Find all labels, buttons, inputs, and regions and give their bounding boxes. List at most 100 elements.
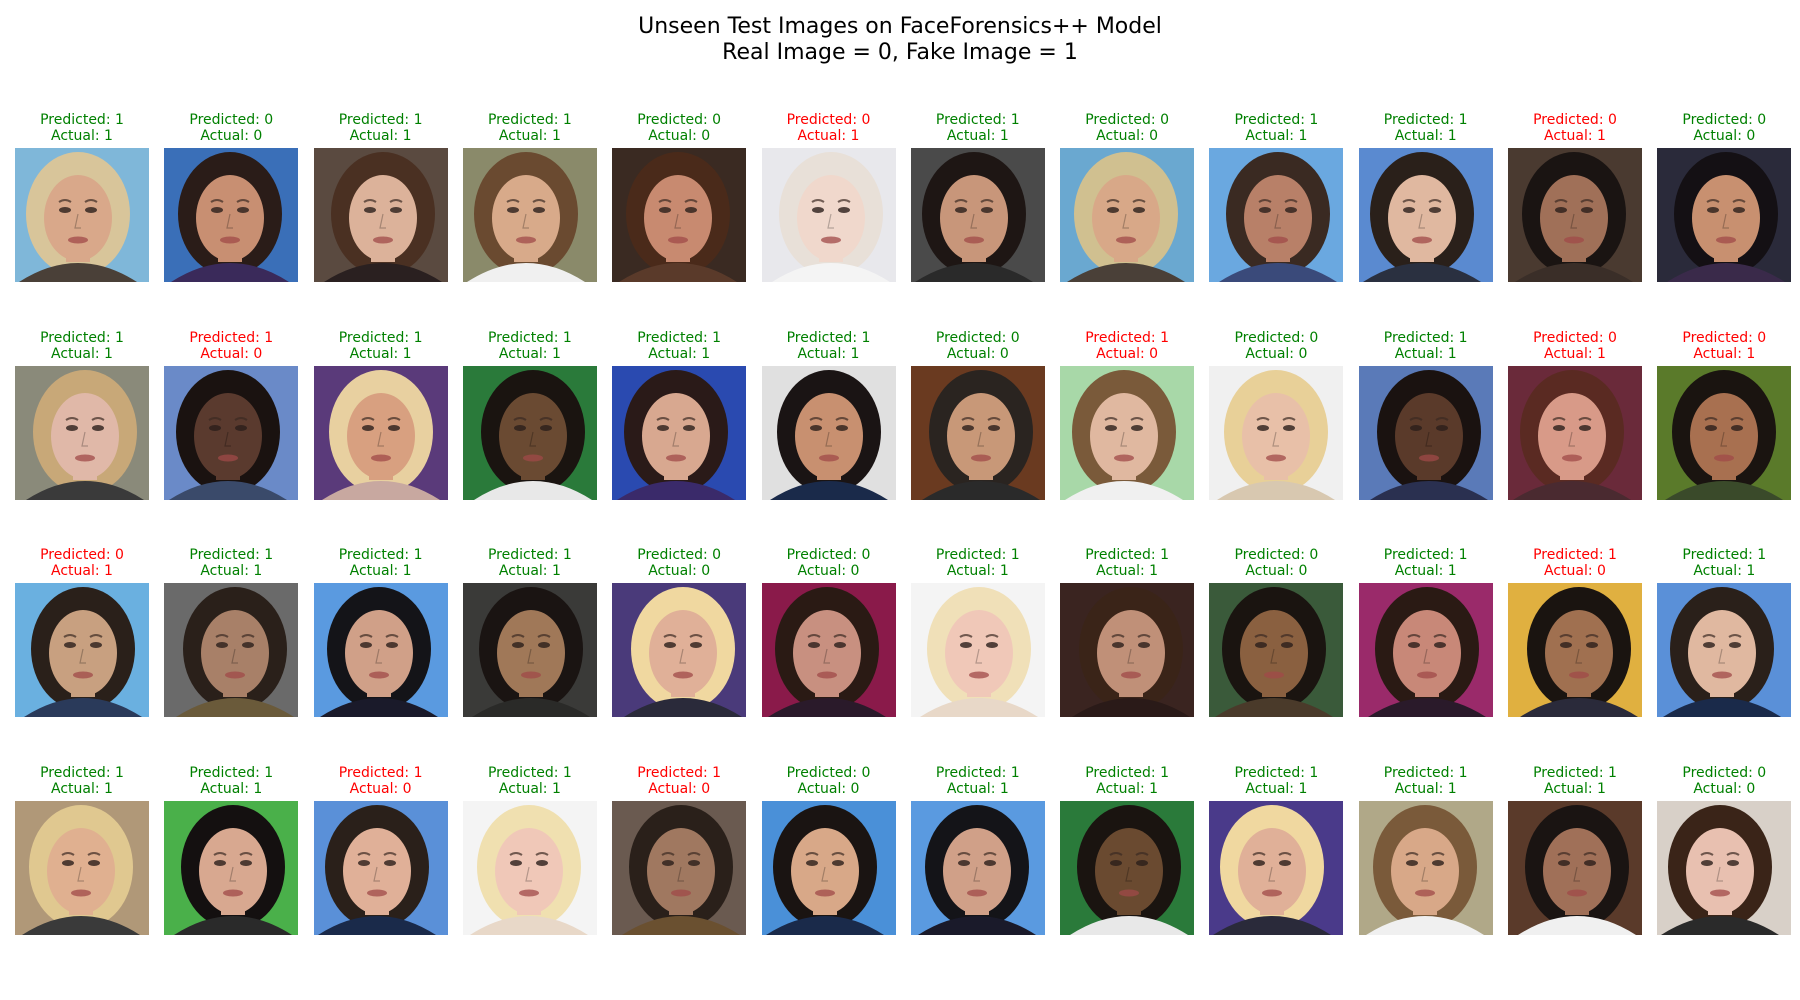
face-thumbnail-graphic <box>1209 365 1344 500</box>
face-thumbnail-graphic <box>1657 583 1792 717</box>
face-image <box>1657 148 1792 282</box>
actual-label: Actual: 1 <box>1245 128 1308 144</box>
face-thumbnail-graphic <box>15 365 149 500</box>
predicted-label: Predicted: 0 <box>637 547 722 563</box>
actual-label: Actual: 0 <box>648 128 711 144</box>
face-image <box>1209 800 1344 935</box>
face-image <box>1358 583 1493 717</box>
face-thumbnail-graphic <box>1657 800 1792 935</box>
face-thumbnail-graphic <box>1060 800 1195 935</box>
face-image <box>612 800 747 935</box>
actual-label: Actual: 1 <box>498 563 561 579</box>
actual-label: Actual: 0 <box>648 780 711 797</box>
figure-title: Unseen Test Images on FaceForensics++ Mo… <box>0 14 1800 66</box>
face-thumbnail-graphic <box>313 800 448 935</box>
title-line-2: Real Image = 0, Fake Image = 1 <box>722 40 1078 65</box>
face-image <box>1358 800 1493 935</box>
predicted-label: Predicted: 1 <box>189 329 274 346</box>
face-image <box>15 583 149 717</box>
face-thumbnail-graphic <box>462 148 597 282</box>
title-line-1: Unseen Test Images on FaceForensics++ Mo… <box>638 14 1162 39</box>
predicted-label: Predicted: 0 <box>1085 112 1169 128</box>
predicted-label: Predicted: 0 <box>786 112 871 128</box>
face-thumbnail-graphic <box>1358 148 1493 282</box>
face-image <box>612 148 747 282</box>
face-thumbnail-graphic <box>313 365 448 500</box>
face-thumbnail-graphic <box>1358 365 1493 500</box>
face-image <box>761 148 896 282</box>
predicted-label: Predicted: 1 <box>487 112 572 128</box>
predicted-label: Predicted: 1 <box>338 112 423 128</box>
actual-label: Actual: 1 <box>349 345 412 362</box>
actual-label: Actual: 1 <box>946 128 1009 144</box>
predicted-label: Predicted: 0 <box>786 547 871 563</box>
face-thumbnail-graphic <box>1209 800 1344 935</box>
face-image <box>1508 800 1642 935</box>
face-image <box>612 365 747 500</box>
face-image <box>313 365 448 500</box>
predicted-label: Predicted: 1 <box>338 764 423 781</box>
actual-label: Actual: 0 <box>1096 345 1159 362</box>
predicted-label: Predicted: 0 <box>1682 329 1767 346</box>
predicted-label: Predicted: 0 <box>1682 112 1767 128</box>
predicted-label: Predicted: 1 <box>935 112 1020 128</box>
face-image <box>1657 800 1792 935</box>
predicted-label: Predicted: 1 <box>487 547 572 563</box>
face-image <box>15 148 149 282</box>
face-thumbnail-graphic <box>1508 148 1642 282</box>
face-thumbnail-graphic <box>1508 800 1642 935</box>
face-thumbnail-graphic <box>164 365 299 500</box>
face-image <box>612 583 747 717</box>
face-image <box>910 148 1045 282</box>
predicted-label: Predicted: 1 <box>487 764 572 781</box>
predicted-label: Predicted: 1 <box>786 329 871 346</box>
predicted-label: Predicted: 1 <box>40 329 124 346</box>
face-image <box>1657 365 1792 500</box>
face-image <box>1508 365 1642 500</box>
actual-label: Actual: 1 <box>946 563 1009 579</box>
face-image <box>462 583 597 717</box>
face-image <box>1358 365 1493 500</box>
face-thumbnail-graphic <box>164 800 299 935</box>
actual-label: Actual: 1 <box>1394 345 1457 362</box>
actual-label: Actual: 1 <box>51 780 113 797</box>
predicted-label: Predicted: 1 <box>1383 329 1468 346</box>
actual-label: Actual: 1 <box>1693 563 1756 579</box>
actual-label: Actual: 1 <box>946 780 1009 797</box>
face-image <box>313 800 448 935</box>
predicted-label: Predicted: 1 <box>1234 764 1319 781</box>
face-thumbnail-graphic <box>1060 583 1195 717</box>
actual-label: Actual: 1 <box>1544 780 1606 797</box>
face-image <box>164 583 299 717</box>
predicted-label: Predicted: 0 <box>1533 329 1617 346</box>
actual-label: Actual: 1 <box>349 128 412 144</box>
face-image <box>1657 583 1792 717</box>
predicted-label: Predicted: 1 <box>1533 764 1617 781</box>
face-thumbnail-graphic <box>1209 148 1344 282</box>
actual-label: Actual: 0 <box>797 780 860 797</box>
face-thumbnail-graphic <box>761 148 896 282</box>
actual-label: Actual: 0 <box>1693 780 1756 797</box>
